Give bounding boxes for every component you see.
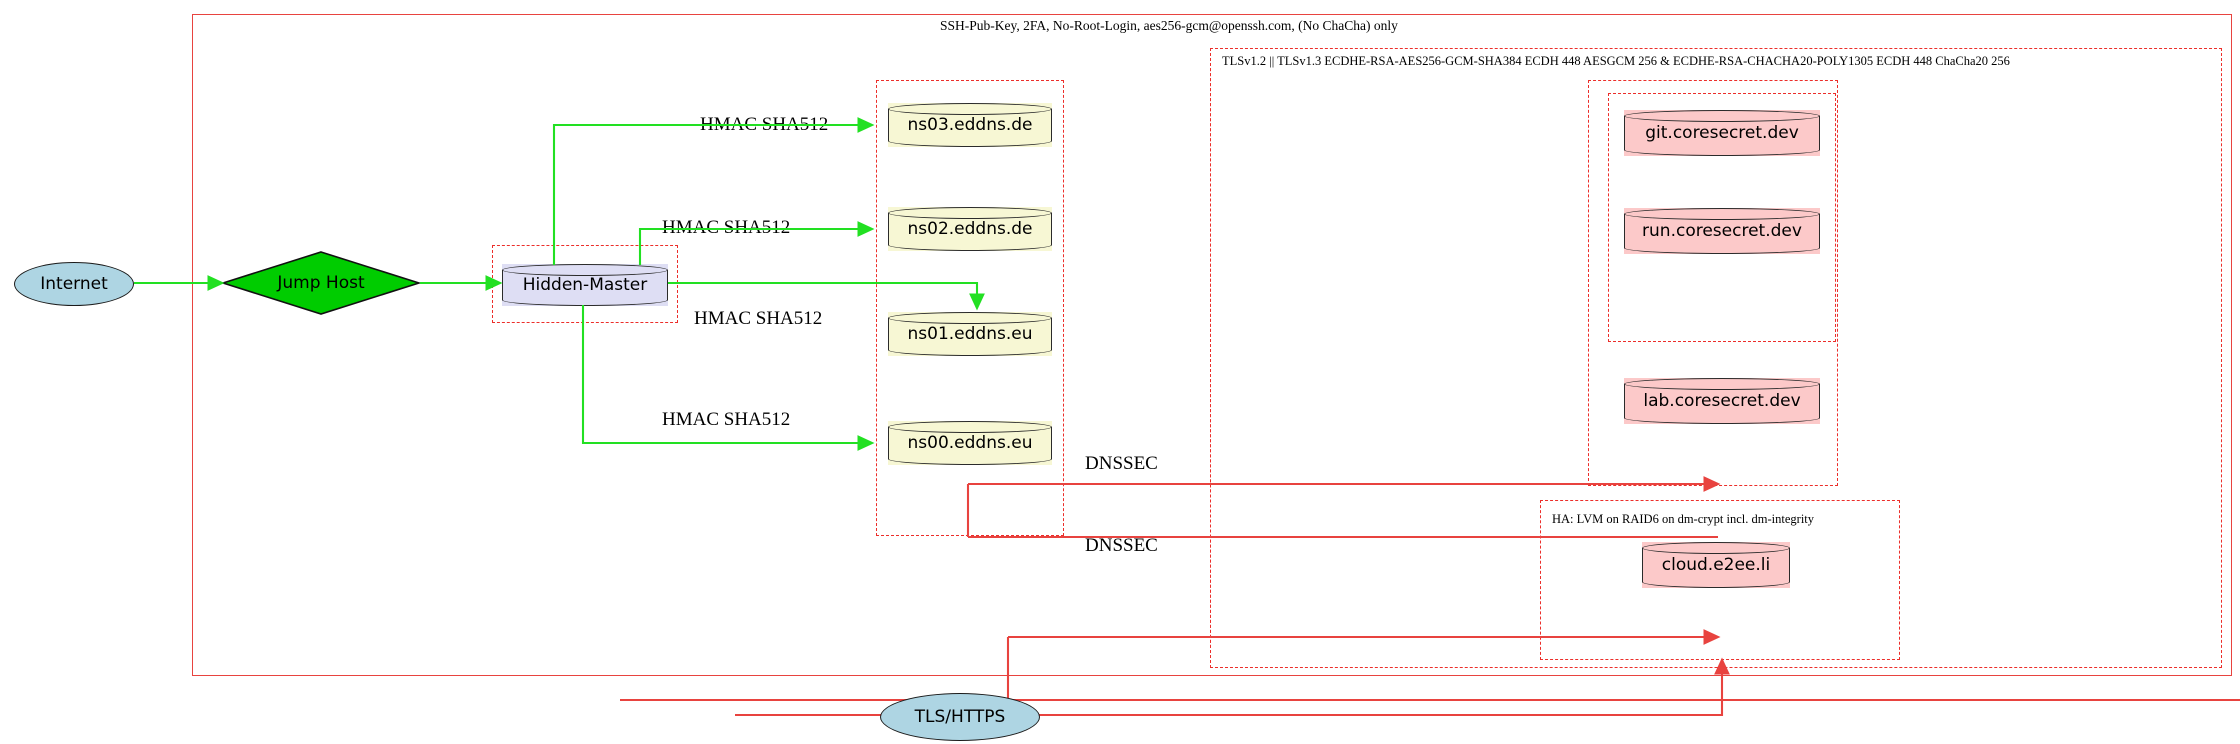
node-git-coresecret[interactable]: git.coresecret.dev	[1624, 110, 1820, 156]
node-jump-host[interactable]: Jump Host	[222, 251, 420, 315]
ssh-cluster-label: SSH-Pub-Key, 2FA, No-Root-Login, aes256-…	[940, 18, 1398, 33]
edge-label-hmac-ns02: HMAC SHA512	[662, 217, 791, 238]
node-ns01-label: ns01.eddns.eu	[907, 324, 1033, 344]
node-jump-host-label: Jump Host	[277, 273, 365, 293]
node-tls-https[interactable]: TLS/HTTPS	[880, 693, 1040, 741]
edge-label-dnssec-top: DNSSEC	[1085, 453, 1158, 474]
coresecret-inner-cluster-frame	[1608, 93, 1836, 342]
node-cloud-e2ee[interactable]: cloud.e2ee.li	[1642, 542, 1790, 588]
node-cloud-e2ee-label: cloud.e2ee.li	[1661, 555, 1771, 575]
nameserver-cluster-frame	[876, 80, 1064, 536]
edge-label-hmac-ns01: HMAC SHA512	[694, 308, 823, 329]
diamond-shape	[222, 251, 420, 315]
node-ns00[interactable]: ns00.eddns.eu	[888, 421, 1052, 465]
node-internet-label: Internet	[40, 274, 108, 294]
tls-cluster-label: TLSv1.2 || TLSv1.3 ECDHE-RSA-AES256-GCM-…	[1222, 54, 2010, 68]
node-run-coresecret-label: run.coresecret.dev	[1642, 221, 1802, 241]
edge-label-hmac-ns00: HMAC SHA512	[662, 409, 791, 430]
node-ns03[interactable]: ns03.eddns.de	[888, 103, 1052, 147]
node-lab-coresecret[interactable]: lab.coresecret.dev	[1624, 378, 1820, 424]
dnssec-corridor-left-guide	[1210, 48, 1211, 668]
node-ns02-label: ns02.eddns.de	[907, 219, 1033, 239]
edge-label-dnssec-bottom: DNSSEC	[1085, 535, 1158, 556]
node-internet[interactable]: Internet	[14, 262, 134, 306]
node-tls-https-label: TLS/HTTPS	[914, 707, 1006, 727]
node-hidden-master-label: Hidden-Master	[522, 275, 648, 295]
node-ns00-label: ns00.eddns.eu	[907, 433, 1033, 453]
edge-label-hmac-ns03: HMAC SHA512	[700, 114, 829, 135]
node-ns01[interactable]: ns01.eddns.eu	[888, 312, 1052, 356]
node-ns03-label: ns03.eddns.de	[907, 115, 1033, 135]
node-hidden-master[interactable]: Hidden-Master	[502, 264, 668, 306]
ha-cluster-label: HA: LVM on RAID6 on dm-crypt incl. dm-in…	[1552, 512, 1815, 526]
node-run-coresecret[interactable]: run.coresecret.dev	[1624, 208, 1820, 254]
node-lab-coresecret-label: lab.coresecret.dev	[1643, 391, 1801, 411]
node-ns02[interactable]: ns02.eddns.de	[888, 207, 1052, 251]
node-git-coresecret-label: git.coresecret.dev	[1645, 123, 1799, 143]
